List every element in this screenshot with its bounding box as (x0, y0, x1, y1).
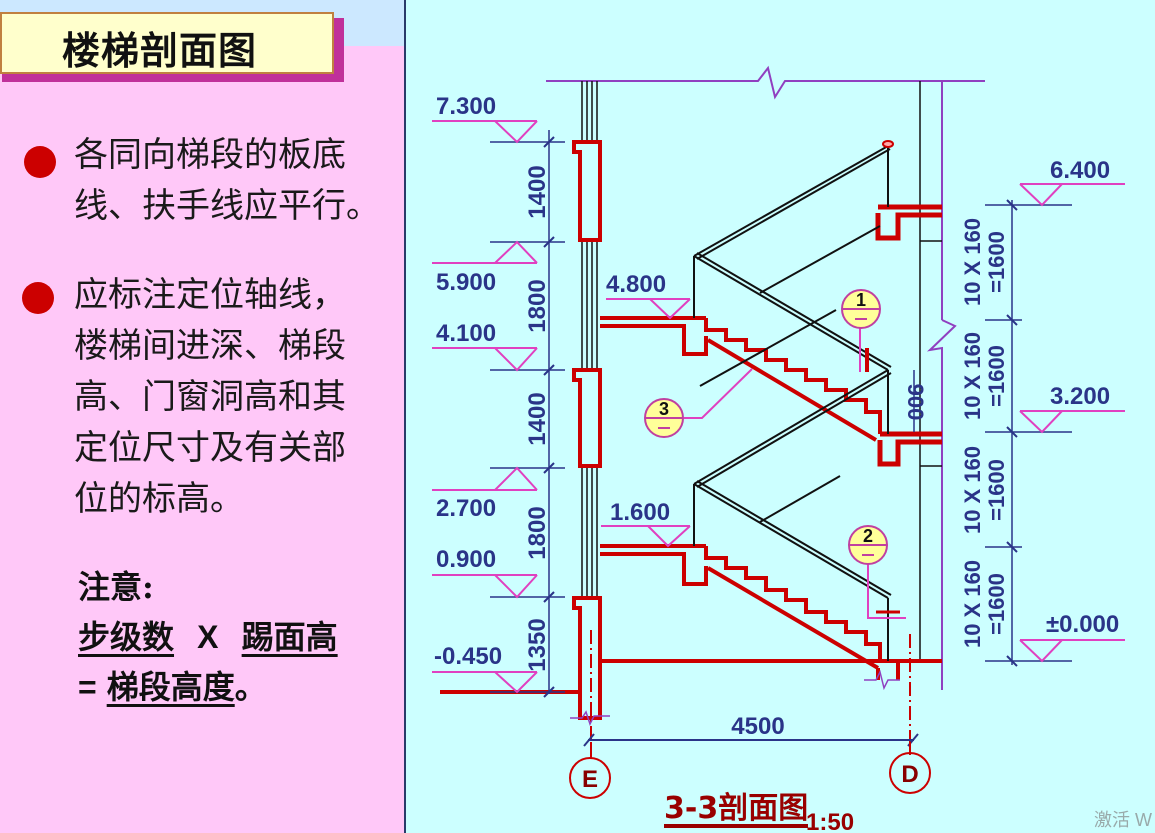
dim-right-bottom-d: =1600 (984, 573, 1009, 635)
activation-watermark: 激活 W (1094, 810, 1152, 830)
dim-right-top-d: 10 X 160 (960, 560, 985, 648)
left-panel (0, 0, 404, 833)
bullet-text-1: 各同向梯段的板底 线、扶手线应平行。 (74, 135, 380, 226)
dim-1400-b: 1400 (524, 392, 551, 445)
elev-4800: 4.800 (606, 271, 666, 298)
note-formula-line1: 步级数 X 踢面高 (78, 618, 338, 656)
svg-text:1: 1 (856, 290, 866, 310)
title-box (0, 12, 334, 74)
elev-4100: 4.100 (436, 320, 496, 347)
axis-bubble-e: E (569, 757, 611, 799)
elev-neg0450: -0.450 (434, 643, 502, 670)
bullet-icon (22, 282, 54, 314)
note-block: 注意: 步级数 X 踢面高 =梯段高度。 (78, 562, 338, 712)
dim-1400-a: 1400 (524, 165, 551, 218)
dim-1800-a: 1800 (524, 279, 551, 332)
elev-5900: 5.900 (436, 269, 496, 296)
dim-right-bottom-c: =1600 (984, 459, 1009, 521)
panel-divider (404, 0, 406, 833)
slide-title: 楼梯剖面图 (62, 29, 258, 73)
detail-marker-1: 1 (841, 289, 881, 372)
elev-0000: ±0.000 (1046, 611, 1119, 638)
dim-1350: 1350 (524, 618, 551, 671)
dim-right-top-b: 10 X 160 (960, 332, 985, 420)
dim-right-top-a: 10 X 160 (960, 218, 985, 306)
detail-marker-2: 2 (848, 525, 906, 619)
stair-section-drawing: 1400 1800 1400 1800 1350 7.300 5.900 4.1… (432, 65, 1125, 833)
dim-1800-b: 1800 (524, 506, 551, 559)
svg-text:3: 3 (659, 399, 669, 419)
dim-right-top-c: 10 X 160 (960, 446, 985, 534)
elev-7300: 7.300 (436, 93, 496, 120)
drawing-scale: 1:50 (806, 809, 854, 833)
svg-text:D: D (901, 761, 918, 788)
detail-marker-3: 3 (644, 368, 753, 438)
dim-right-bottom-a: =1600 (984, 231, 1009, 293)
axis-bubble-d: D (889, 752, 931, 794)
elev-3200: 3.200 (1050, 383, 1110, 410)
elev-2700: 2.700 (436, 495, 496, 522)
bullet-text-2: 应标注定位轴线， 楼梯间进深、梯段 高、门窗洞高和其 定位尺寸及有关部 位的标高… (74, 275, 346, 519)
dim-900: 900 (903, 384, 928, 421)
note-heading: 注意: (78, 568, 154, 606)
note-formula-line2: =梯段高度。 (78, 668, 267, 706)
svg-text:E: E (582, 766, 598, 793)
elev-6400: 6.400 (1050, 157, 1110, 184)
bullet-icon (24, 146, 56, 178)
dim-right-bottom-b: =1600 (984, 345, 1009, 407)
svg-text:2: 2 (863, 526, 873, 546)
axis-span-dim: 4500 (731, 713, 784, 740)
elev-0900: 0.900 (436, 546, 496, 573)
drawing-caption: 3-3剖面图 (664, 791, 808, 826)
elev-1600: 1.600 (610, 499, 670, 526)
